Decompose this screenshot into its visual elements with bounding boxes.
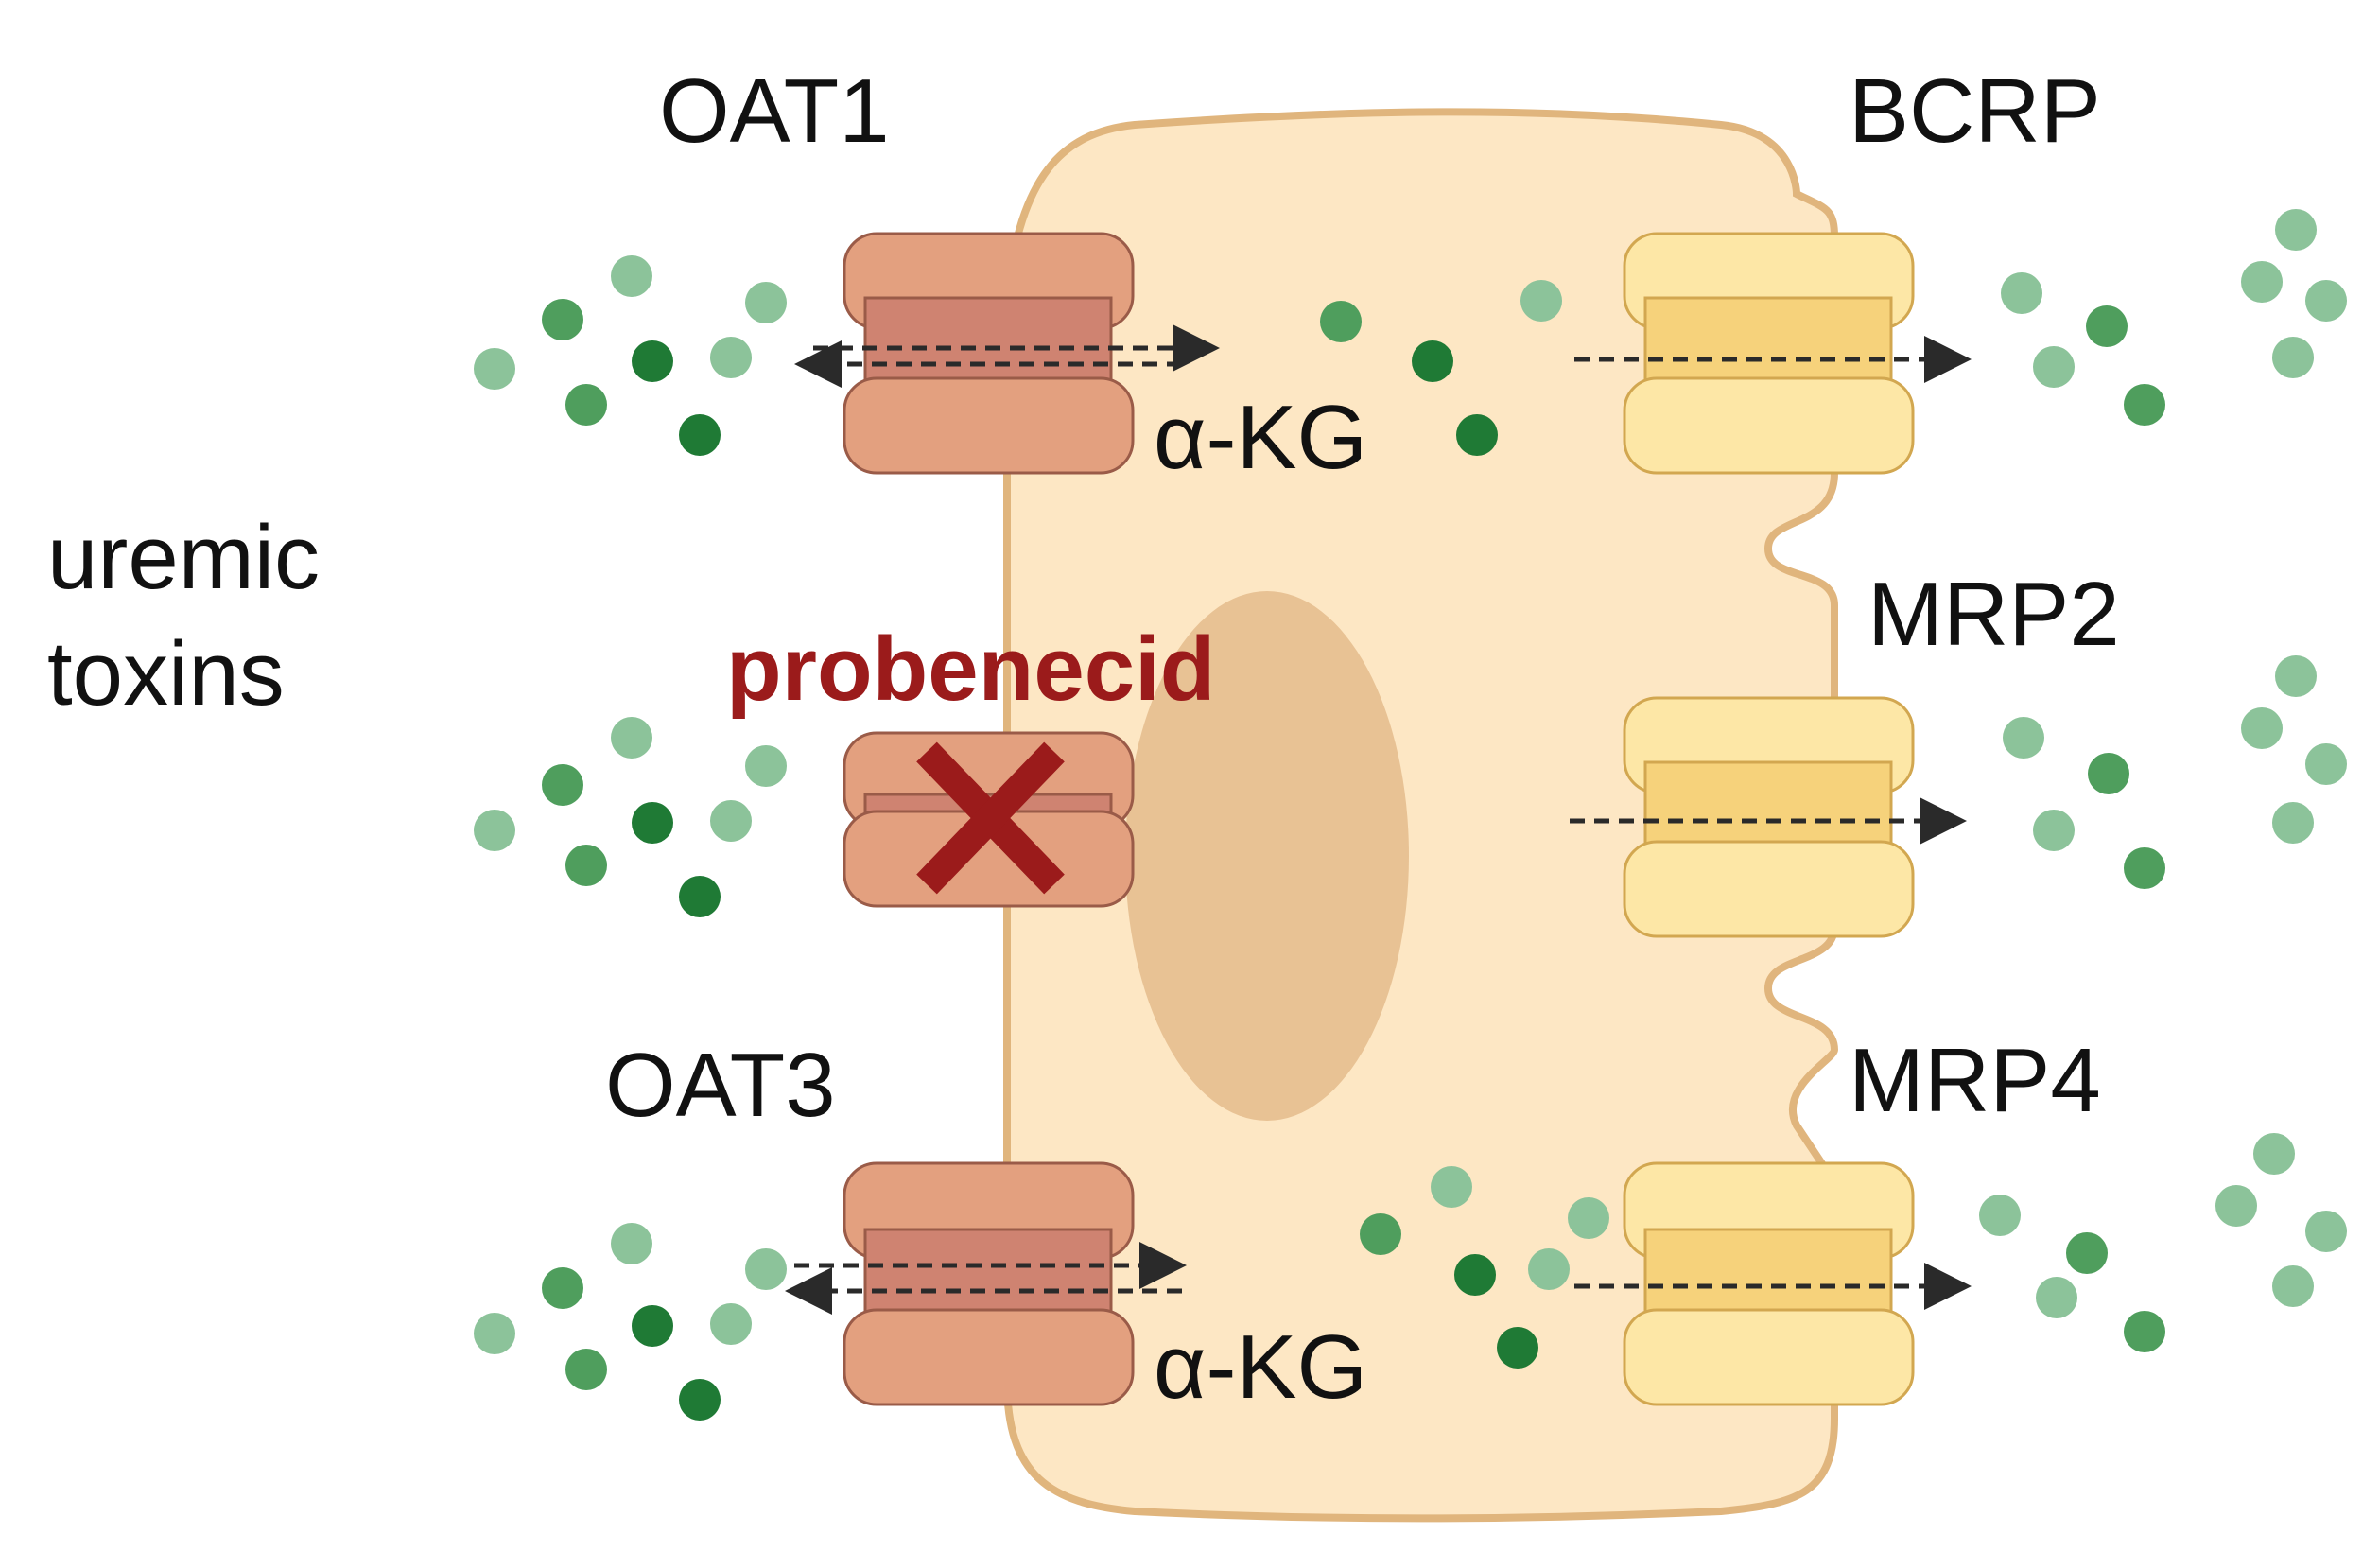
akg-label-top: α-KG <box>1154 387 1367 488</box>
molecule-dot-icon <box>2272 802 2314 844</box>
molecule-dot-icon <box>2033 346 2075 388</box>
molecule-dot-icon <box>1528 1248 1570 1290</box>
molecule-dot-icon <box>2036 1277 2077 1318</box>
molecule-dot-icon <box>1520 280 1562 322</box>
molecule-dot-icon <box>632 340 673 382</box>
oat3-transporter <box>843 1161 1135 1406</box>
molecule-dot-icon <box>1979 1195 2021 1236</box>
molecule-dot-icon <box>679 1379 721 1421</box>
molecule-dot-icon <box>542 764 583 806</box>
nucleus <box>1125 591 1409 1121</box>
molecule-dot-icon <box>1568 1197 1609 1239</box>
molecule-dot-icon <box>565 384 607 426</box>
probenecid-label: probenecid <box>726 619 1215 720</box>
molecule-dot-icon <box>2033 810 2075 851</box>
molecule-dot-icon <box>2275 655 2317 697</box>
molecule-dot-icon <box>1454 1254 1496 1296</box>
molecule-dot-icon <box>1360 1213 1401 1255</box>
oat1-transporter <box>843 232 1135 475</box>
molecule-dot-icon <box>2272 1265 2314 1307</box>
molecule-dot-icon <box>474 348 515 390</box>
molecule-dot-icon <box>611 717 652 759</box>
mrp2-label: MRP2 <box>1868 564 2120 665</box>
molecule-dot-icon <box>745 1248 787 1290</box>
oat3-label: OAT3 <box>605 1035 836 1136</box>
molecule-dot-icon <box>542 299 583 340</box>
mrp2-transporter <box>1623 696 1915 938</box>
molecule-dot-icon <box>2003 717 2044 759</box>
molecule-dot-icon <box>745 745 787 787</box>
molecule-dot-icon <box>2066 1232 2108 1274</box>
molecule-dot-icon <box>2001 272 2042 314</box>
molecule-dot-icon <box>1431 1166 1472 1208</box>
molecule-dot-icon <box>474 1313 515 1354</box>
molecule-dot-icon <box>745 282 787 323</box>
inhibited-oat-transporter <box>843 731 1135 908</box>
molecule-dot-icon <box>565 845 607 886</box>
molecule-dot-icon <box>2272 337 2314 378</box>
molecule-dot-icon <box>710 800 752 842</box>
molecule-dot-icon <box>565 1349 607 1390</box>
molecule-dot-icon <box>1456 414 1498 456</box>
molecule-dot-icon <box>1497 1327 1538 1369</box>
oat1-label: OAT1 <box>659 61 890 162</box>
molecule-dot-icon <box>1412 340 1453 382</box>
molecule-dot-icon <box>710 1303 752 1345</box>
uremic-toxins-label-line1: uremic <box>47 507 320 608</box>
molecule-dot-icon <box>2124 847 2165 889</box>
molecule-dot-icon <box>2086 305 2128 347</box>
molecule-dot-icon <box>474 810 515 851</box>
molecule-dot-icon <box>710 337 752 378</box>
molecule-dot-icon <box>2241 261 2283 303</box>
molecule-dot-icon <box>2253 1133 2295 1175</box>
molecule-dot-icon <box>679 414 721 456</box>
akg-label-bottom: α-KG <box>1154 1317 1367 1418</box>
molecule-dot-icon <box>632 1305 673 1347</box>
molecule-dot-icon <box>542 1267 583 1309</box>
molecule-dot-icon <box>611 255 652 297</box>
molecule-dot-icon <box>2241 707 2283 749</box>
toxin-molecules <box>474 209 2347 1421</box>
tubular-cell <box>1003 108 1839 1523</box>
mrp4-label: MRP4 <box>1849 1030 2101 1131</box>
molecule-dot-icon <box>2124 1311 2165 1352</box>
molecule-dot-icon <box>2124 384 2165 426</box>
molecule-dot-icon <box>1320 301 1362 342</box>
bcrp-transporter <box>1623 232 1915 475</box>
uremic-toxins-label-line2: toxins <box>47 623 285 724</box>
molecule-dot-icon <box>2305 1211 2347 1252</box>
molecule-dot-icon <box>679 876 721 917</box>
molecule-dot-icon <box>2215 1185 2257 1227</box>
molecule-dot-icon <box>2305 743 2347 785</box>
x-cross-icon <box>916 741 1065 895</box>
molecule-dot-icon <box>611 1223 652 1264</box>
mrp4-transporter <box>1623 1161 1915 1406</box>
molecule-dot-icon <box>2305 280 2347 322</box>
molecule-dot-icon <box>2088 753 2129 794</box>
molecule-dot-icon <box>632 802 673 844</box>
molecule-dot-icon <box>2275 209 2317 251</box>
bcrp-label: BCRP <box>1849 61 2101 162</box>
